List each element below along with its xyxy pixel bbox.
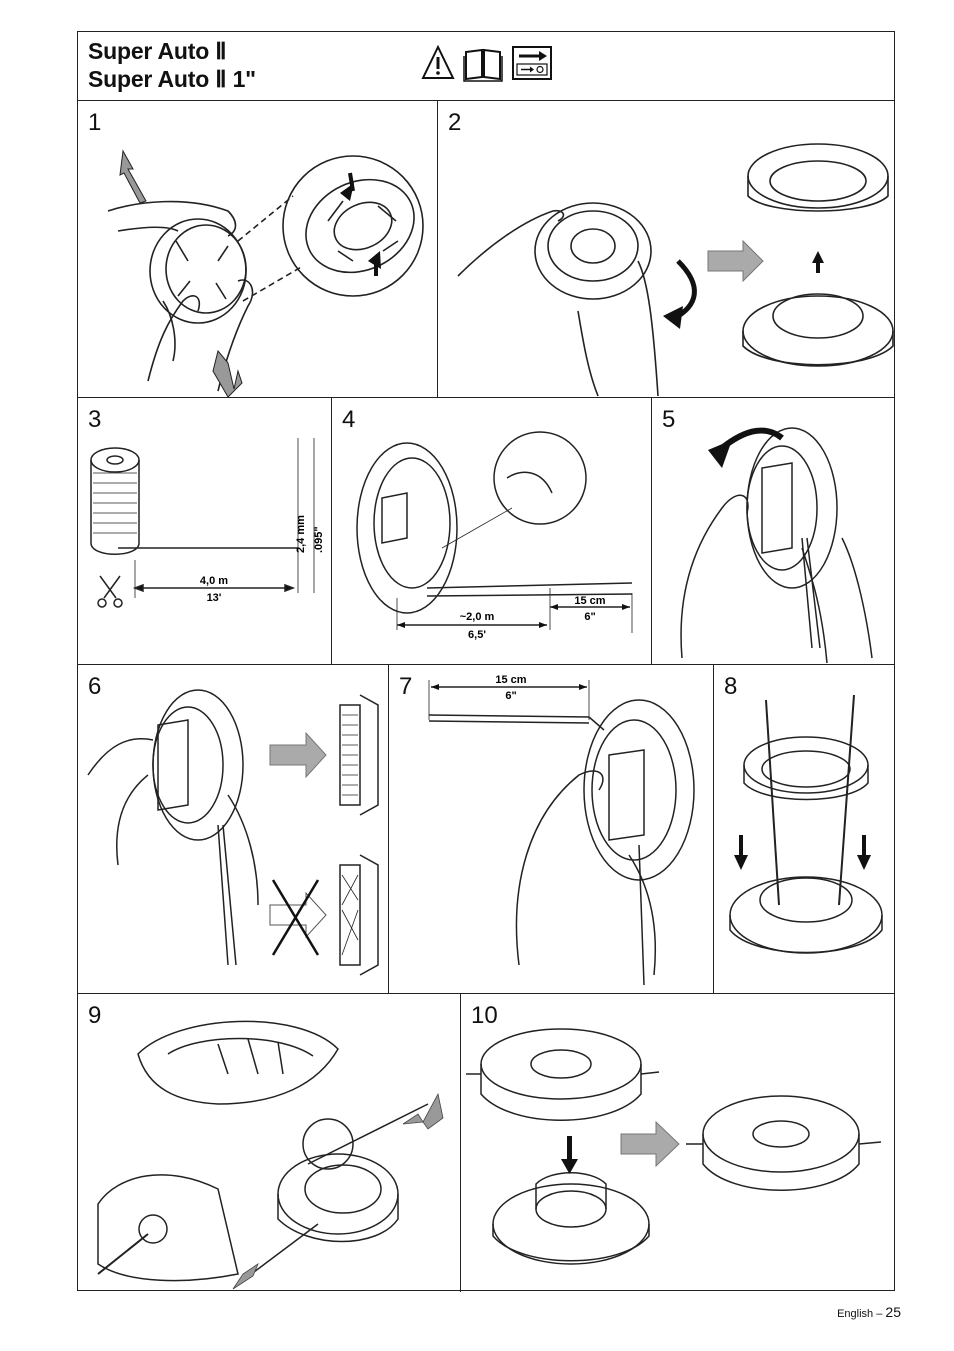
step-panel-2: 2 xyxy=(438,101,896,397)
illustration-pull-line xyxy=(97,1020,444,1290)
step-number: 5 xyxy=(662,406,676,433)
step-number: 4 xyxy=(342,406,356,433)
title-line-2: Super Auto Ⅱ 1" xyxy=(88,66,256,92)
step-panel-10: 10 xyxy=(461,994,896,1292)
step7-end-metric: 15 cm xyxy=(495,674,526,686)
step-panel-8: 8 xyxy=(714,665,896,993)
step4-length-metric: ~2,0 m xyxy=(460,611,495,623)
row-2: 3 4,0 m xyxy=(78,398,894,665)
illustration-reassemble xyxy=(729,694,883,954)
illustration-wind-direction xyxy=(87,689,379,976)
illustration-remove-cover xyxy=(107,149,424,397)
step-number: 9 xyxy=(88,1002,102,1029)
step4-end-imperial: 6" xyxy=(584,611,595,623)
title-line-1: Super Auto Ⅱ xyxy=(88,38,227,64)
step3-diameter-metric: 2,4 mm xyxy=(295,515,307,553)
reference-arrow-icon xyxy=(512,46,552,80)
warning-triangle-icon xyxy=(421,44,455,79)
header-icons xyxy=(421,44,553,82)
step-panel-4: 4 xyxy=(332,398,652,664)
illustration-thread-line: 15 cm 6" ~2,0 m 6,5' xyxy=(356,431,633,641)
footer-language: English – xyxy=(837,1308,883,1320)
header: Super Auto Ⅱ Super Auto Ⅱ 1" xyxy=(78,32,894,101)
step3-length-imperial: 13' xyxy=(207,592,222,604)
step7-end-imperial: 6" xyxy=(505,690,516,702)
step-number: 8 xyxy=(724,673,738,700)
step-number: 7 xyxy=(399,673,413,700)
step4-end-metric: 15 cm xyxy=(574,595,605,607)
step-number: 6 xyxy=(88,673,102,700)
step-number: 3 xyxy=(88,406,102,433)
instruction-sheet: Super Auto Ⅱ Super Auto Ⅱ 1" xyxy=(77,31,895,1292)
step-panel-3: 3 4,0 m xyxy=(78,398,332,664)
page-number: 25 xyxy=(885,1304,901,1320)
step-panel-7: 7 15 cm 6 xyxy=(389,665,714,993)
illustration-wind-line xyxy=(680,427,873,664)
page-footer: English – 25 xyxy=(837,1304,901,1320)
step-panel-1: 1 xyxy=(78,101,438,397)
illustration-separate-halves xyxy=(457,143,894,397)
manual-book-icon xyxy=(463,48,503,82)
illustration-mount-head xyxy=(466,1028,882,1265)
step3-diameter-imperial: .095" xyxy=(313,526,325,553)
step-panel-6: 6 xyxy=(78,665,389,993)
step4-length-imperial: 6,5' xyxy=(468,629,486,641)
step3-length-metric: 4,0 m xyxy=(200,575,228,587)
step-number: 2 xyxy=(448,109,462,136)
step-panel-9: 9 xyxy=(78,994,461,1292)
step-panel-5: 5 xyxy=(652,398,896,664)
row-4: 9 xyxy=(78,994,894,1292)
row-1: 1 xyxy=(78,101,894,398)
step-number: 10 xyxy=(471,1002,498,1029)
row-3: 6 xyxy=(78,665,894,994)
step-number: 1 xyxy=(88,109,102,136)
illustration-secure-ends: 15 cm 6" xyxy=(428,674,695,986)
illustration-measure-line: 4,0 m 13' 2,4 mm .095" xyxy=(90,438,325,608)
